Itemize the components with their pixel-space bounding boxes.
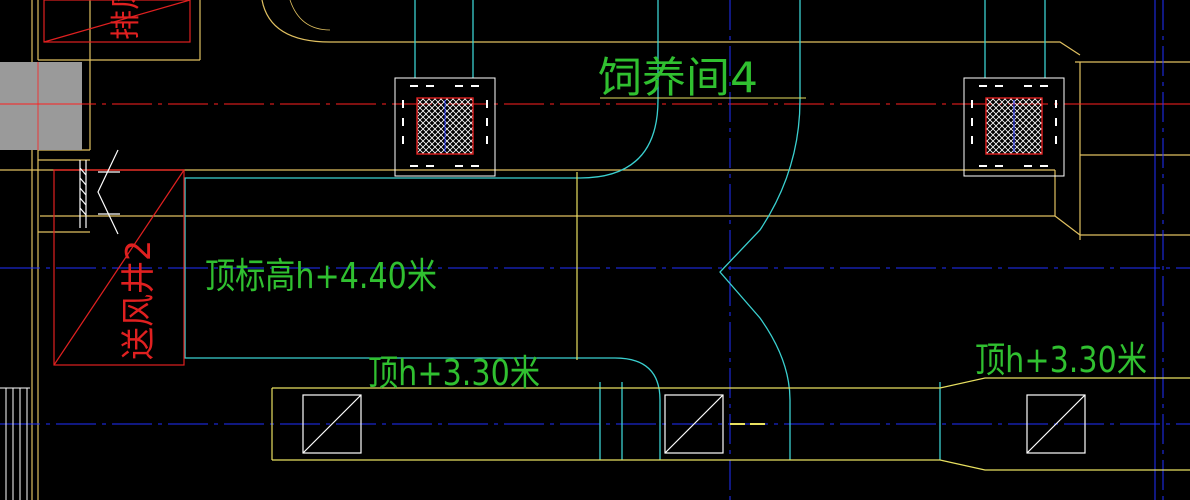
exhaust-shaft-label[interactable]: 排风 bbox=[109, 0, 144, 40]
air-unit-right[interactable] bbox=[963, 77, 1065, 177]
air-direction-arrow-icon bbox=[79, 149, 120, 235]
room-name-label[interactable]: 饲养间4 bbox=[598, 53, 758, 102]
diffuser-right[interactable] bbox=[1026, 394, 1086, 454]
top-elevation-right-label[interactable]: 顶h+3.30米 bbox=[975, 340, 1147, 381]
diffuser-middle[interactable] bbox=[664, 394, 724, 454]
top-elevation-main-label[interactable]: 顶标高h+4.40米 bbox=[205, 256, 437, 297]
supply-shaft-label[interactable]: 送风井2 bbox=[119, 240, 159, 360]
lower-duct bbox=[271, 172, 1190, 471]
top-elevation-mid-label[interactable]: 顶h+3.30米 bbox=[368, 353, 540, 394]
exhaust-air-shaft[interactable] bbox=[43, 0, 191, 43]
diffuser-left[interactable] bbox=[302, 394, 362, 454]
structural-column bbox=[0, 62, 82, 150]
supply-air-shaft[interactable] bbox=[53, 169, 185, 366]
stair-hatch bbox=[0, 387, 30, 500]
air-unit-left[interactable] bbox=[394, 77, 496, 177]
cyan-ducts bbox=[184, 0, 1046, 460]
